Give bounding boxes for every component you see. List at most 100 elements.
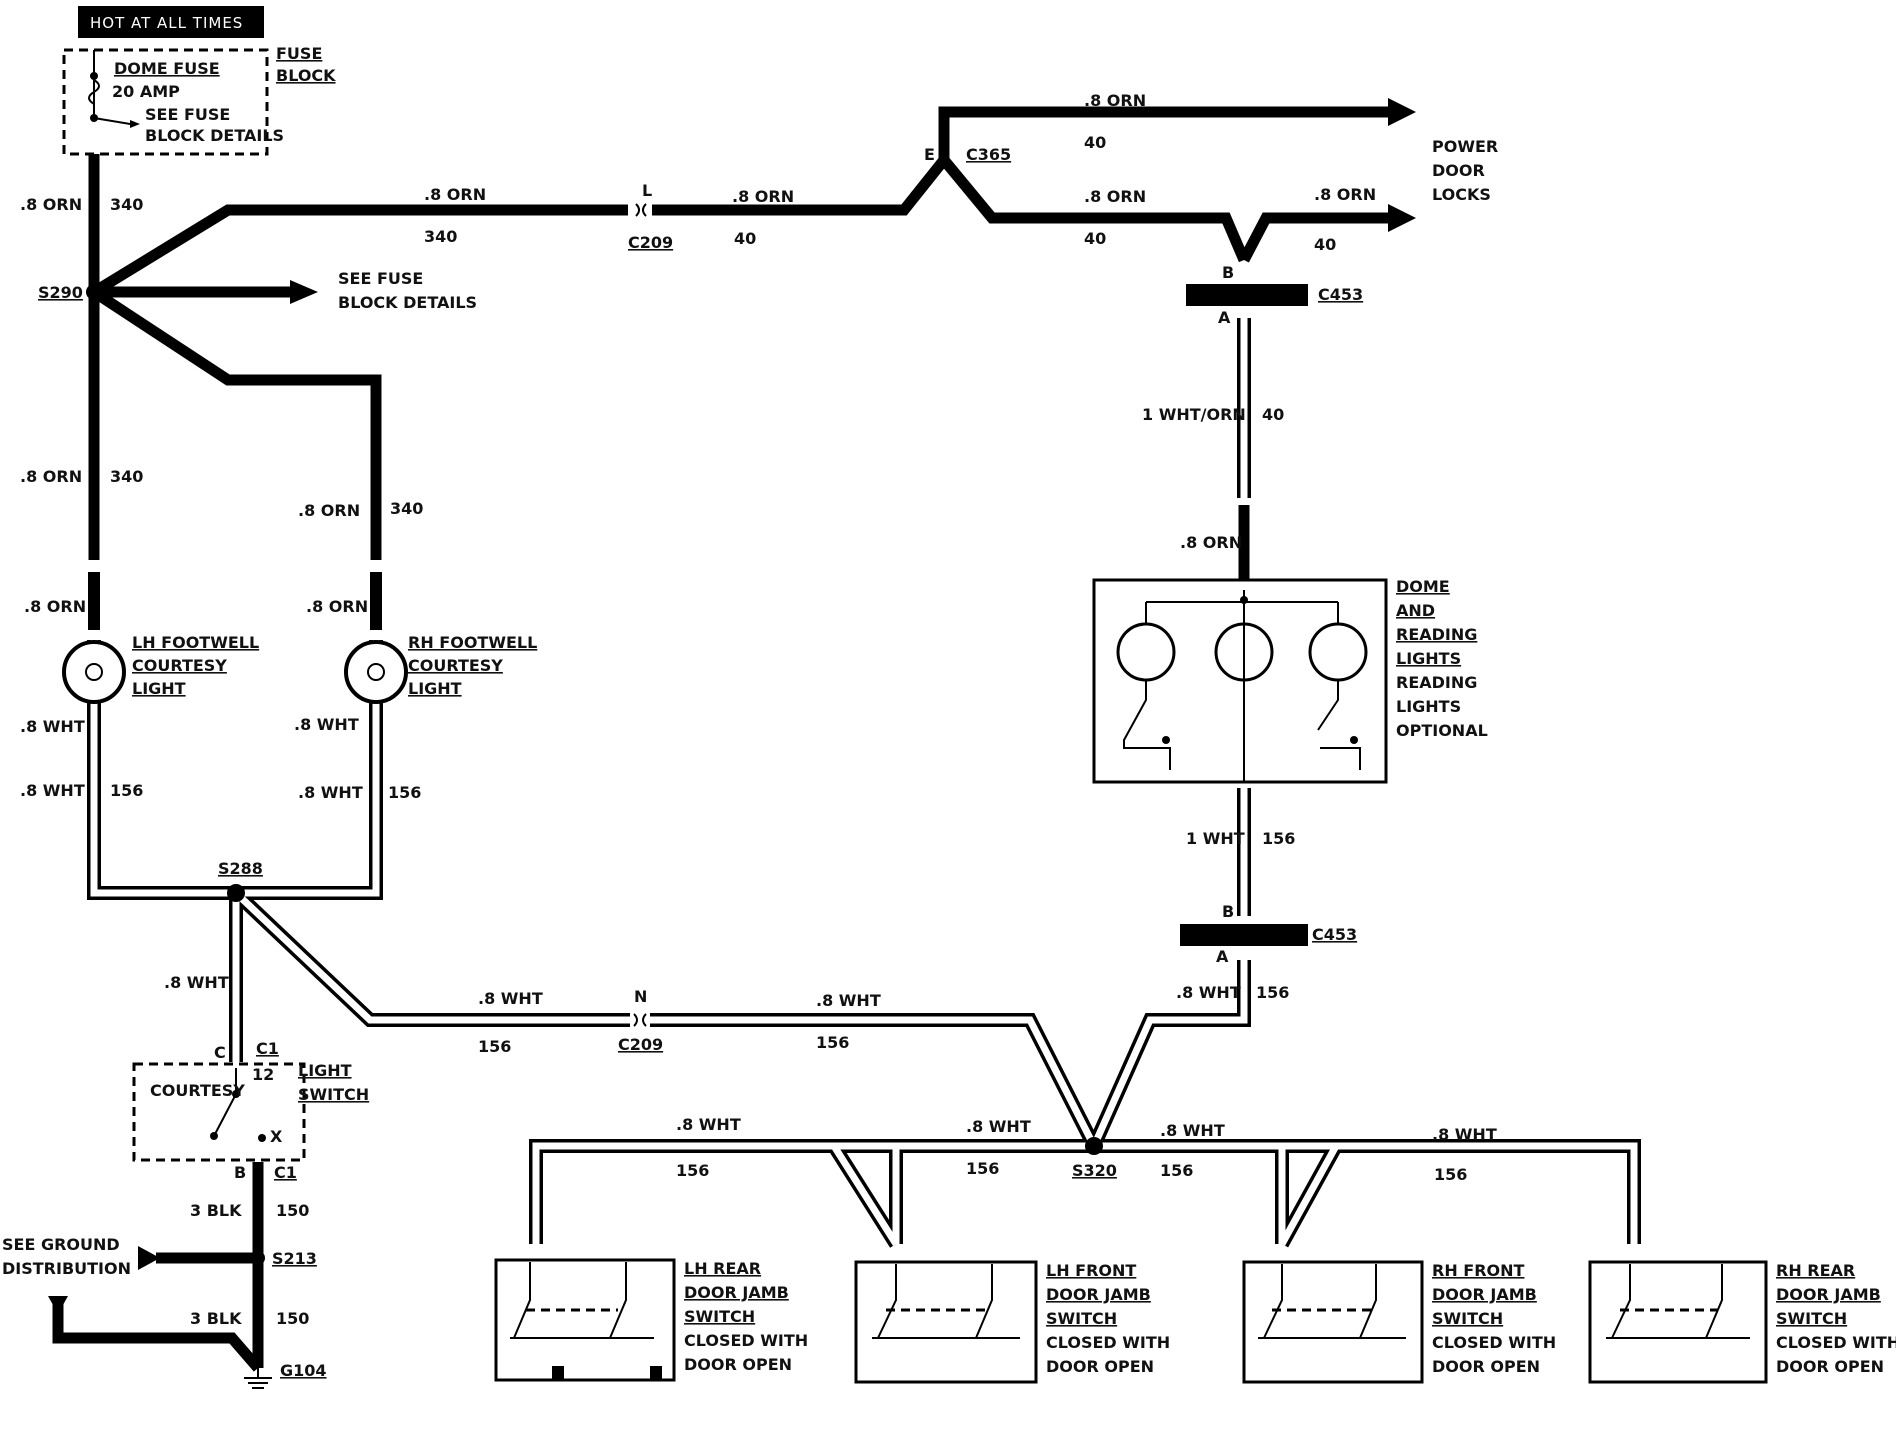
svg-text:156: 156 [388,783,421,802]
svg-text:156: 156 [966,1159,999,1178]
svg-text:SWITCH: SWITCH [1776,1309,1847,1328]
svg-text:.8 ORN: .8 ORN [298,501,360,520]
svg-text:RH FOOTWELL: RH FOOTWELL [408,633,537,652]
dome-fuse-label: DOME FUSE [114,59,220,78]
svg-text:SWITCH: SWITCH [684,1307,755,1326]
svg-text:.8 WHT: .8 WHT [966,1117,1031,1136]
svg-text:.8 WHT: .8 WHT [20,717,85,736]
c453-bottom: B A C453 [1180,902,1357,966]
svg-text:COURTESY: COURTESY [132,656,227,675]
svg-text:.8 ORN: .8 ORN [424,185,486,204]
svg-text:DOME: DOME [1396,577,1450,596]
svg-text:DOOR JAMB: DOOR JAMB [1776,1285,1881,1304]
svg-text:.8 WHT: .8 WHT [816,991,881,1010]
svg-text:B: B [1222,263,1234,282]
svg-text:.8 ORN: .8 ORN [1180,533,1242,552]
svg-text:156: 156 [1256,983,1289,1002]
svg-text:.8 WHT: .8 WHT [1176,983,1241,1002]
svg-text:POWER: POWER [1432,137,1498,156]
svg-text:E: E [924,145,935,164]
svg-text:.8 WHT: .8 WHT [298,783,363,802]
ground-wires [48,1162,272,1389]
svg-text:S320: S320 [1072,1161,1117,1180]
svg-text:S288: S288 [218,859,263,878]
svg-text:A: A [1218,308,1231,327]
s290-splice [86,284,102,300]
svg-text:C1: C1 [274,1163,297,1182]
svg-text:156: 156 [110,781,143,800]
svg-text:40: 40 [1314,235,1336,254]
svg-text:.8 WHT: .8 WHT [1432,1125,1497,1144]
svg-text:C1: C1 [256,1039,279,1058]
svg-text:.8 WHT: .8 WHT [294,715,359,734]
svg-text:156: 156 [676,1161,709,1180]
svg-text:.8 ORN: .8 ORN [1084,91,1146,110]
svg-text:40: 40 [1084,133,1106,152]
svg-text:DOOR JAMB: DOOR JAMB [1046,1285,1151,1304]
light-switch: COURTESY 12 X LIGHT SWITCH C C1 B C1 [132,1039,369,1182]
svg-text:1 WHT: 1 WHT [1186,829,1245,848]
svg-text:LH REAR: LH REAR [684,1259,761,1278]
svg-text:SWITCH: SWITCH [1046,1309,1117,1328]
svg-text:LIGHTS: LIGHTS [1396,697,1461,716]
fuse-block: DOME FUSE 20 AMP SEE FUSE BLOCK DETAILS … [62,44,336,156]
arrow-power-door-locks-2 [1388,204,1416,232]
svg-text:COURTESY: COURTESY [150,1081,245,1100]
svg-text:3 BLK: 3 BLK [190,1201,242,1220]
svg-text:.8 WHT: .8 WHT [164,973,229,992]
svg-text:LH FRONT: LH FRONT [1046,1261,1136,1280]
svg-text:SEE FUSE: SEE FUSE [338,269,423,288]
svg-text:.8 ORN: .8 ORN [20,195,82,214]
svg-text:.8 ORN: .8 ORN [306,597,368,616]
rh-front-door-jamb-switch [1242,1260,1424,1384]
dome-reading-lights: DOME AND READING LIGHTS READING LIGHTS O… [1092,577,1488,784]
svg-text:DOOR JAMB: DOOR JAMB [684,1283,789,1302]
svg-text:SWITCH: SWITCH [298,1085,369,1104]
svg-text:LIGHT: LIGHT [298,1061,352,1080]
svg-text:L: L [642,181,652,200]
svg-text:G104: G104 [280,1361,327,1380]
svg-text:340: 340 [424,227,457,246]
svg-text:.8 ORN: .8 ORN [732,187,794,206]
svg-text:CLOSED WITH: CLOSED WITH [684,1331,808,1350]
svg-text:S290: S290 [38,283,83,302]
svg-text:.8 WHT: .8 WHT [1160,1121,1225,1140]
svg-text:CLOSED WITH: CLOSED WITH [1776,1333,1896,1352]
lh-footwell-light: LH FOOTWELL COURTESY LIGHT [62,572,259,704]
svg-text:150: 150 [276,1201,309,1220]
svg-text:40: 40 [1262,405,1284,424]
arrow-power-door-locks-1 [1388,98,1416,126]
svg-text:DISTRIBUTION: DISTRIBUTION [2,1259,131,1278]
s213-splice [251,1251,265,1265]
svg-text:LIGHT: LIGHT [408,679,462,698]
svg-text:C365: C365 [966,145,1011,164]
rh-footwell-light: RH FOOTWELL COURTESY LIGHT [344,572,537,704]
door-switch-labels: LH REAR DOOR JAMB SWITCH CLOSED WITH DOO… [684,1259,1896,1376]
svg-text:.8 ORN: .8 ORN [20,467,82,486]
svg-text:.8 WHT: .8 WHT [676,1115,741,1134]
svg-text:C209: C209 [628,233,673,252]
svg-text:RH REAR: RH REAR [1776,1261,1855,1280]
svg-text:C209: C209 [618,1035,663,1054]
wire-labels: .8 ORN 340 .8 ORN 340 L C209 .8 ORN 40 .… [2,91,1498,1380]
svg-text:X: X [270,1127,283,1146]
svg-text:156: 156 [1160,1161,1193,1180]
svg-text:RH FRONT: RH FRONT [1432,1261,1525,1280]
svg-text:156: 156 [1262,829,1295,848]
svg-text:DOOR JAMB: DOOR JAMB [1432,1285,1537,1304]
svg-text:B: B [1222,902,1234,921]
svg-text:CLOSED WITH: CLOSED WITH [1046,1333,1170,1352]
svg-text:156: 156 [478,1037,511,1056]
svg-text:N: N [634,987,647,1006]
lh-rear-door-jamb-switch [494,1258,676,1382]
svg-text:SEE FUSE: SEE FUSE [145,105,230,124]
svg-text:READING: READING [1396,625,1477,644]
svg-text:340: 340 [110,195,143,214]
svg-text:DOOR OPEN: DOOR OPEN [1046,1357,1154,1376]
svg-text:3 BLK: 3 BLK [190,1309,242,1328]
rh-rear-door-jamb-switch [1588,1260,1768,1384]
svg-text:DOOR OPEN: DOOR OPEN [1776,1357,1884,1376]
svg-text:340: 340 [110,467,143,486]
svg-text:1 WHT/ORN: 1 WHT/ORN [1142,405,1246,424]
